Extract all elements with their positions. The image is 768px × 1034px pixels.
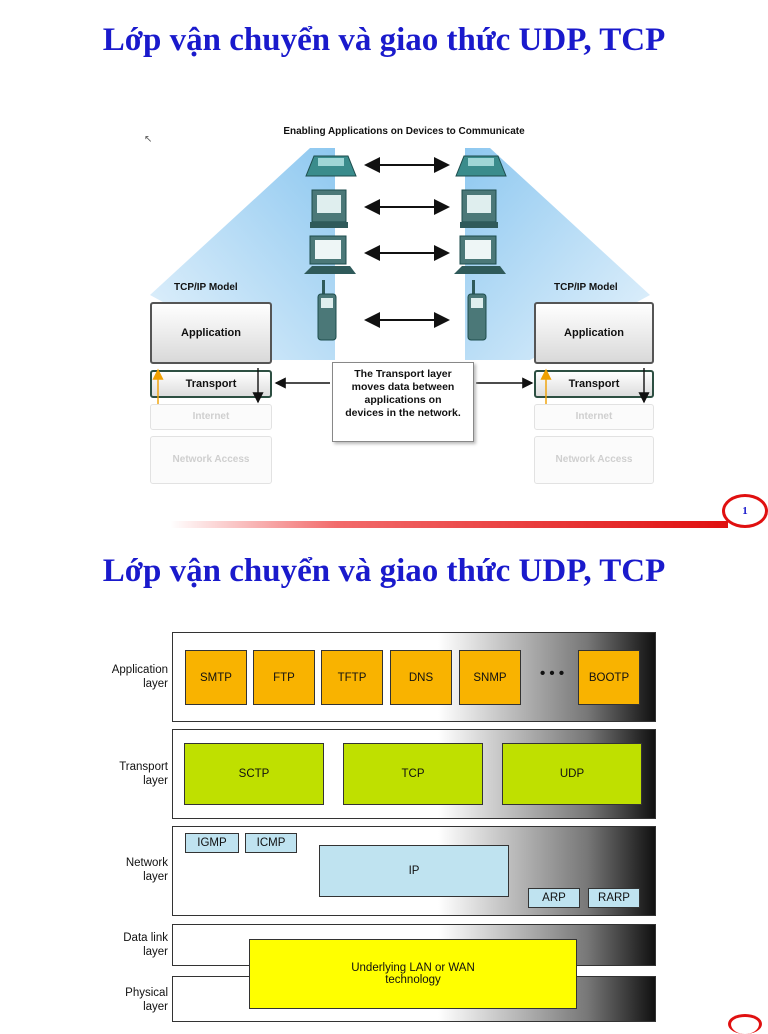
data-link-layer-label: Data link layer	[123, 932, 168, 958]
fax-icon	[310, 189, 498, 228]
transport-callout: The Transport layer moves data between a…	[332, 362, 474, 442]
smtp-box: SMTP	[185, 650, 247, 705]
tcp-box: TCP	[343, 743, 483, 805]
snmp-box: SNMP	[459, 650, 521, 705]
slide-1-title: Lớp vận chuyển và giao thức UDP, TCP	[102, 22, 666, 58]
left-internet-layer: Internet	[150, 404, 272, 430]
sctp-box: SCTP	[184, 743, 324, 805]
callout-line-4: devices in the network.	[345, 407, 461, 419]
udp-box: UDP	[502, 743, 642, 805]
page-number-badge-partial	[728, 1014, 762, 1034]
icmp-box: ICMP	[245, 833, 297, 853]
callout-line-3: applications on	[364, 394, 442, 406]
rarp-box: RARP	[588, 888, 640, 908]
ftp-box: FTP	[253, 650, 315, 705]
underlying-lan-wan-box: Underlying LAN or WAN technology	[249, 939, 577, 1009]
dns-box: DNS	[390, 650, 452, 705]
cursor-icon: ↖	[144, 134, 153, 145]
more-protocols-ellipsis: • • •	[540, 665, 565, 682]
application-layer-label: Application layer	[111, 664, 168, 690]
right-network-access-layer: Network Access	[534, 436, 654, 484]
transport-layer-label: Transport layer	[119, 761, 168, 787]
tftp-box: TFTP	[321, 650, 383, 705]
callout-line-1: The Transport layer	[354, 368, 452, 380]
device-pairs	[304, 155, 507, 341]
network-layer-label: Network layer	[125, 857, 168, 883]
right-transport-layer: Transport	[534, 370, 654, 398]
right-model-label: TCP/IP Model	[554, 282, 618, 293]
computer-icon	[304, 235, 506, 274]
physical-layer-label: Physical layer	[125, 987, 168, 1013]
transport-arrows	[152, 368, 650, 404]
ip-phone-icon	[305, 155, 507, 177]
right-application-layer: Application	[534, 302, 654, 364]
callout-line-2: moves data between	[351, 381, 455, 393]
diagram-caption: Enabling Applications on Devices to Comm…	[283, 126, 525, 137]
page-number-badge: 1	[722, 494, 768, 528]
arp-box: ARP	[528, 888, 580, 908]
right-internet-layer: Internet	[534, 404, 654, 430]
igmp-box: IGMP	[185, 833, 239, 853]
slide-2-title: Lớp vận chuyển và giao thức UDP, TCP	[102, 553, 666, 589]
left-transport-layer: Transport	[150, 370, 272, 398]
left-network-access-layer: Network Access	[150, 436, 272, 484]
mobile-phone-icon	[317, 280, 487, 341]
slide-1-accent-bar	[170, 521, 728, 528]
ip-box: IP	[319, 845, 509, 897]
left-model-label: TCP/IP Model	[174, 282, 238, 293]
left-application-layer: Application	[150, 302, 272, 364]
bootp-box: BOOTP	[578, 650, 640, 705]
